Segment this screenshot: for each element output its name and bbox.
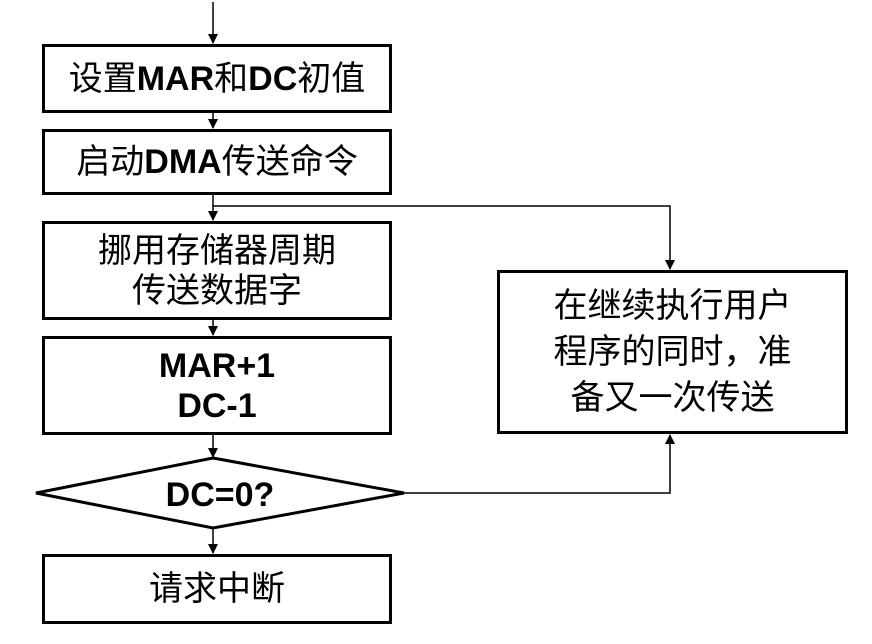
side-process-line3: 备又一次传送 [570,378,775,418]
steal-cycle-line2: 传送数据字 [132,270,302,311]
dc-decrement-text: DC-1 [177,386,257,425]
set-initial-values-box: 设置MAR和DC初值 [42,44,392,113]
mar-label: MAR [136,59,215,98]
steal-cycle-box: 挪用存储器周期 传送数据字 [42,221,392,320]
start-dma-text: 启动DMA传送命令 [76,142,357,182]
steal-cycle-line1: 挪用存储器周期 [98,230,336,271]
start-suffix: 传送命令 [221,142,358,182]
set-initial-values-text: 设置MAR和DC初值 [69,59,366,99]
side-process-line1: 在继续执行用户 [553,286,792,326]
start-dma-box: 启动DMA传送命令 [42,129,392,195]
update-counters-box: MAR+1 DC-1 [42,336,392,435]
request-interrupt-text: 请求中断 [149,569,285,609]
set-prefix: 设置 [68,58,137,99]
mar-increment-text: MAR+1 [158,346,276,385]
side-process-line2: 程序的同时，准 [553,332,792,372]
dc-label: DC [248,59,298,98]
arrow-branch-to-side [213,205,675,270]
side-process-box: 在继续执行用户 程序的同时，准 备又一次传送 [497,270,848,434]
start-prefix: 启动 [76,142,145,182]
arrow-decision-to-side [404,434,675,494]
set-suffix: 初值 [297,58,366,99]
dma-label: DMA [144,143,222,181]
and-label: 和 [214,58,249,99]
decision-label: DC=0? [165,475,275,514]
request-interrupt-box: 请求中断 [42,554,392,624]
